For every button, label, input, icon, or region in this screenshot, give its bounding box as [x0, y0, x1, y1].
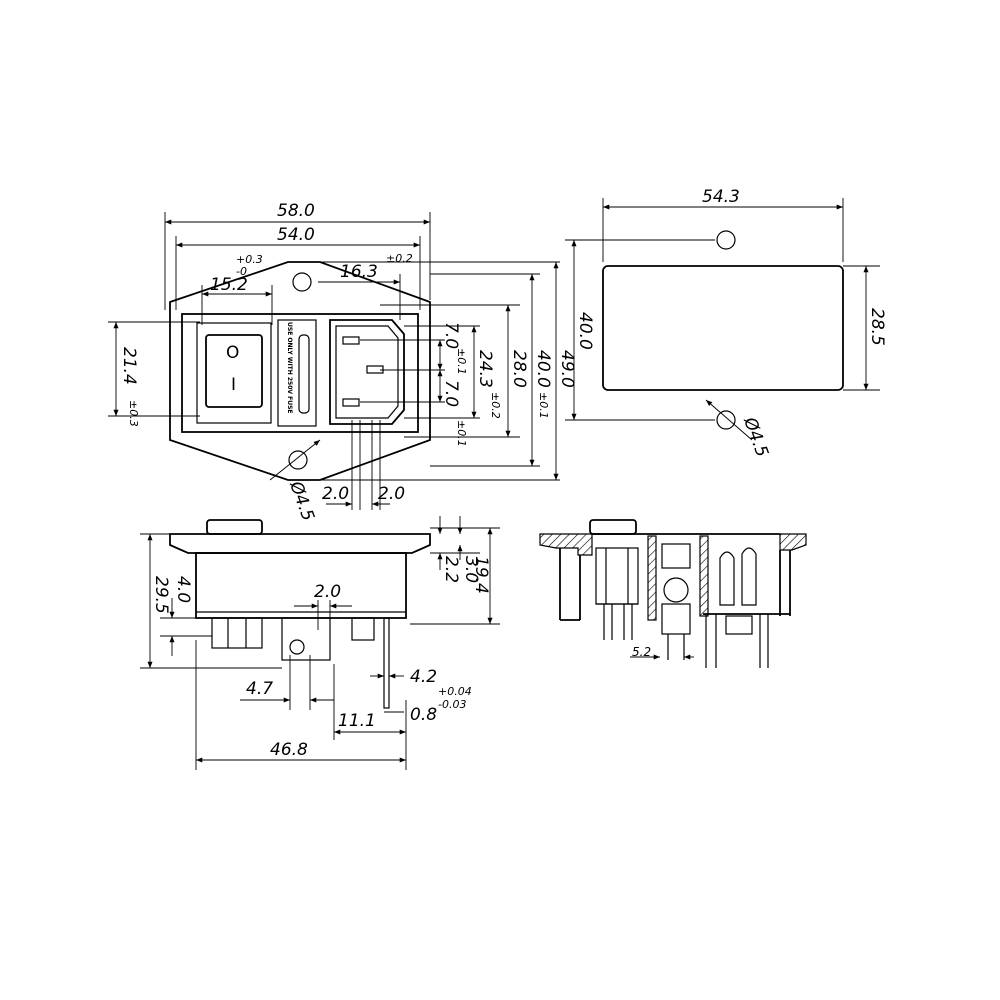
body-outline — [181, 313, 419, 433]
section-fuse-base — [661, 603, 691, 635]
dim-tab-tol-minus: -0.03 — [438, 698, 466, 711]
front-view: O I USE ONLY WITH 250V FUSE 58.0 54.0 +0… — [108, 201, 577, 524]
dim-flange-step-a: 3.0 — [461, 556, 481, 583]
dim-body-height-tol: ±0.1 — [537, 392, 550, 419]
section-fuse-ring — [663, 577, 689, 603]
fuse-slot — [298, 334, 310, 414]
dim-switch-position-tol: ±0.3 — [127, 400, 140, 427]
dim-pin-pitch-b: 7.0 — [441, 380, 461, 407]
section-flange-left — [539, 533, 593, 556]
dim-socket-height-tol: ±0.2 — [489, 392, 502, 419]
dim-tab-offset: 11.1 — [338, 711, 376, 731]
side-body — [195, 552, 407, 619]
section-switch-body — [595, 547, 639, 605]
dim-terminal-spacing: 4.7 — [246, 679, 273, 699]
section-housing — [559, 533, 791, 620]
section-flange-right — [779, 533, 807, 551]
iec-socket-inner — [335, 325, 399, 419]
socket-pin-top — [342, 336, 360, 345]
dim-cutout-width: 54.3 — [702, 187, 740, 207]
dim-body-length: 46.8 — [270, 740, 308, 760]
dim-pin-width-a: 2.0 — [322, 484, 349, 504]
dim-tab-thickness: 0.8 — [410, 705, 437, 725]
tol-02-top: ±0.2 — [386, 252, 413, 265]
dim-pin-pitch-a: 7.0 — [441, 322, 461, 349]
dim-panel-height: 28.0 — [509, 350, 529, 388]
dim-pin-pitch-a-tol: ±0.1 — [455, 348, 468, 375]
mounting-hole-bottom — [288, 450, 308, 470]
dim-socket-offset: 16.3 — [340, 262, 378, 282]
side-view: 19.4 3.0 2.2 29.5 4.0 2.0 4.7 4.2 +0.04 — [140, 516, 500, 770]
section-fuse-cap — [661, 543, 691, 569]
section-fuse-holder — [647, 535, 657, 621]
mounting-hole-top — [292, 272, 312, 292]
switch-off-label: O — [226, 343, 239, 363]
fuse-label: USE ONLY WITH 250V FUSE — [286, 322, 293, 414]
terminal-tab — [383, 617, 390, 709]
dim-overall-width: 58.0 — [277, 201, 315, 221]
switch-on-label: I — [231, 375, 236, 395]
dim-lip-height: 4.0 — [173, 576, 193, 603]
switch-rocker — [205, 334, 263, 408]
socket-pin-middle — [366, 365, 384, 374]
dim-hole-diameter: Ø4.5 — [285, 478, 318, 524]
dim-terminal-width: 2.0 — [314, 582, 341, 602]
section-socket-wall — [699, 535, 709, 617]
section-switch-top — [589, 519, 637, 535]
dim-total-height: 29.5 — [151, 576, 171, 614]
section-contact-a — [719, 551, 735, 606]
terminal-block-b — [281, 617, 331, 661]
dim-hole-span: 40.0 — [575, 312, 595, 350]
cutout-hole-bottom — [716, 410, 736, 430]
dim-inner-width: 54.0 — [277, 225, 315, 245]
switch-housing — [196, 322, 272, 424]
terminal-screw — [289, 639, 305, 655]
switch-top — [206, 519, 263, 535]
dim-side-depth: 19.4 — [471, 556, 491, 594]
section-base-block — [725, 615, 753, 635]
section-view: 5.2 — [539, 519, 807, 668]
dim-cutout-height: 28.5 — [867, 308, 887, 346]
tol-plus: +0.3 — [236, 253, 263, 266]
dim-tab-width: 4.2 — [410, 667, 437, 687]
side-flange — [169, 533, 431, 554]
iec-socket — [329, 319, 405, 425]
socket-pin-bottom — [342, 398, 360, 407]
dim-socket-height: 24.3 — [475, 350, 495, 388]
dim-flange-step-b: 2.2 — [441, 556, 461, 583]
tol-minus: -0 — [236, 265, 247, 278]
fuse-holder — [277, 319, 317, 427]
dim-tab-tol-plus: +0.04 — [438, 685, 472, 698]
panel-cutout — [602, 265, 844, 391]
terminal-block-a — [211, 617, 263, 649]
terminal-block-c — [351, 617, 375, 641]
dim-pin-width-b: 2.0 — [378, 484, 405, 504]
section-contact-b — [741, 547, 757, 606]
cutout-hole-top — [716, 230, 736, 250]
dim-pin-pitch-b-tol: ±0.1 — [455, 420, 468, 447]
dim-section-terminal-pitch: 5.2 — [632, 645, 651, 659]
dim-switch-position: 21.4 — [119, 347, 139, 385]
dim-switch-width: 15.2 — [210, 275, 248, 295]
dim-cutout-hole-diameter: Ø4.5 — [739, 414, 772, 460]
dim-body-height: 40.0 — [533, 350, 553, 388]
flange-outline — [169, 261, 431, 481]
cutout-view: 54.3 40.0 28.5 Ø4.5 — [565, 187, 887, 460]
